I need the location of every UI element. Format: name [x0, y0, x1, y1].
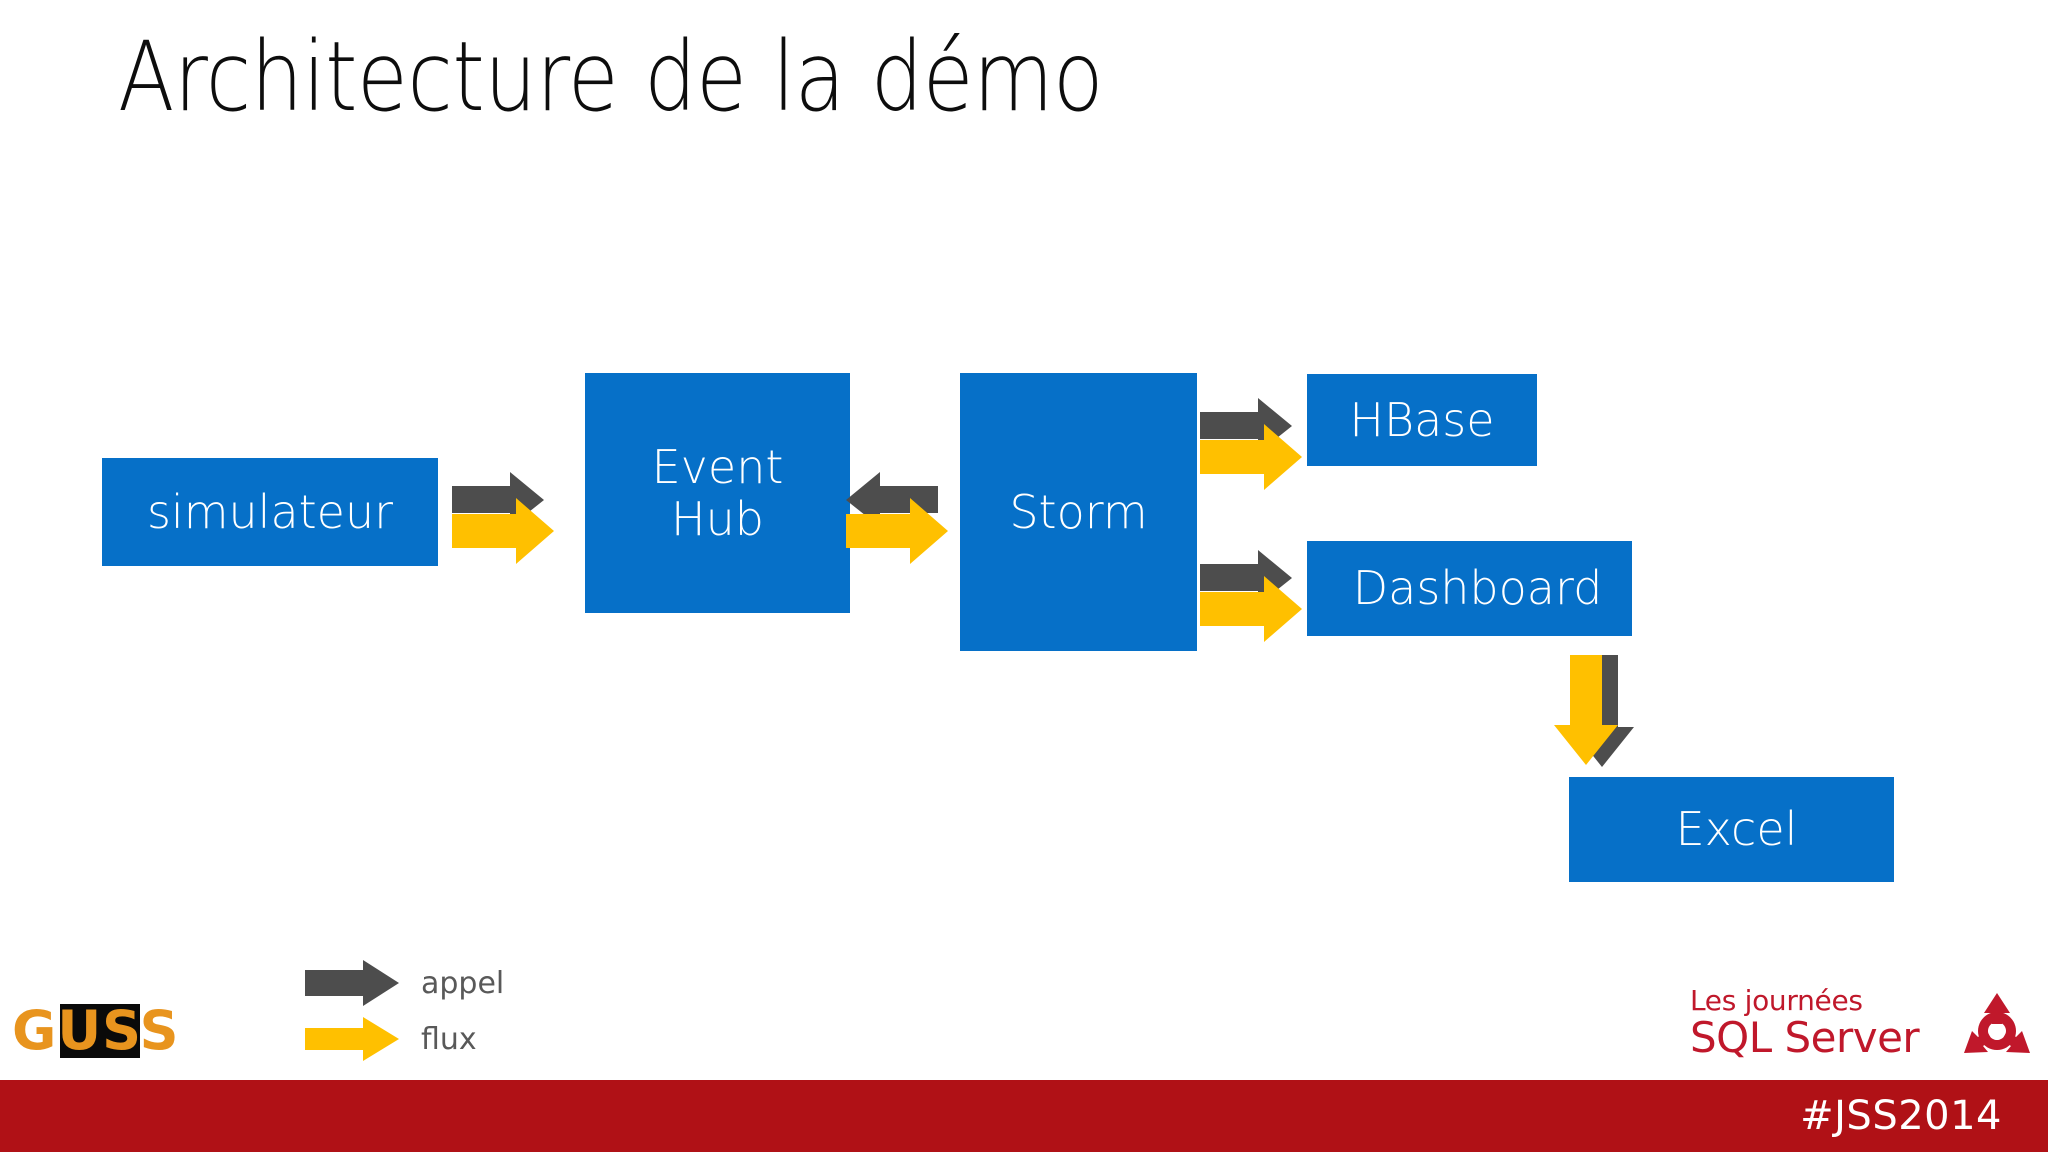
guss-logo-text: GUSS: [12, 999, 180, 1062]
node-label-simulateur: simulateur: [146, 484, 394, 539]
legend-item-flux: flux: [305, 1011, 504, 1067]
legend-label-appel: appel: [421, 965, 505, 1001]
connector-eventhub-to-storm: [846, 470, 966, 566]
page-title: Architecture de la démo: [118, 21, 1104, 133]
node-box-storm[interactable]: Storm: [960, 373, 1197, 651]
connector-storm-to-dashboard: [1200, 548, 1320, 644]
legend-item-appel: appel: [305, 955, 504, 1011]
node-label-hbase: HBase: [1349, 392, 1495, 447]
arrow-appel-icon: [305, 960, 401, 1006]
guss-logo: GUSS: [8, 1000, 198, 1062]
node-label-excel: Excel: [1675, 802, 1798, 857]
jss-logo-text: Les journées SQL Server: [1690, 985, 1952, 1061]
connector-dashboard-to-excel: [1552, 655, 1662, 775]
guss-logo-plate: [60, 1004, 140, 1058]
node-label-eventhub-line1: Event: [651, 439, 784, 494]
node-label-dashboard: Dashboard: [1352, 561, 1603, 616]
connector-simulateur-to-eventhub: [452, 470, 572, 566]
arrow-flux-icon: [1554, 655, 1618, 765]
node-box-excel[interactable]: Excel: [1569, 777, 1894, 882]
jss-logo-line1: Les journées: [1690, 984, 1863, 1017]
legend-label-flux: flux: [421, 1021, 477, 1057]
arrow-appel-icon: [846, 472, 938, 527]
node-label-storm: Storm: [1009, 484, 1148, 539]
arrow-flux-icon: [846, 498, 948, 564]
arrow-flux-icon: [452, 498, 554, 564]
arrow-flux-icon: [305, 1016, 401, 1062]
node-box-hbase[interactable]: HBase: [1307, 374, 1537, 466]
jss-sqlserver-logo: Les journées SQL Server: [1690, 985, 2038, 1073]
arrow-flux-icon: [1200, 576, 1302, 642]
jss-triskelion-icon: [1958, 991, 2036, 1069]
jss-logo-line2: SQL Server: [1690, 1013, 1920, 1062]
footer-hashtag: #JSS2014: [1800, 1093, 2002, 1139]
node-box-dashboard[interactable]: Dashboard: [1307, 541, 1632, 636]
node-box-eventhub[interactable]: Event Hub: [585, 373, 850, 613]
arrow-flux-icon: [1200, 424, 1302, 490]
node-box-simulateur[interactable]: simulateur: [102, 458, 438, 566]
node-label-eventhub-line2: Hub: [671, 492, 764, 546]
connector-storm-to-hbase: [1200, 396, 1320, 492]
legend: appel flux: [305, 955, 504, 1067]
node-label-eventhub: Event Hub: [651, 439, 784, 546]
footer-bar: #JSS2014: [0, 1080, 2048, 1152]
